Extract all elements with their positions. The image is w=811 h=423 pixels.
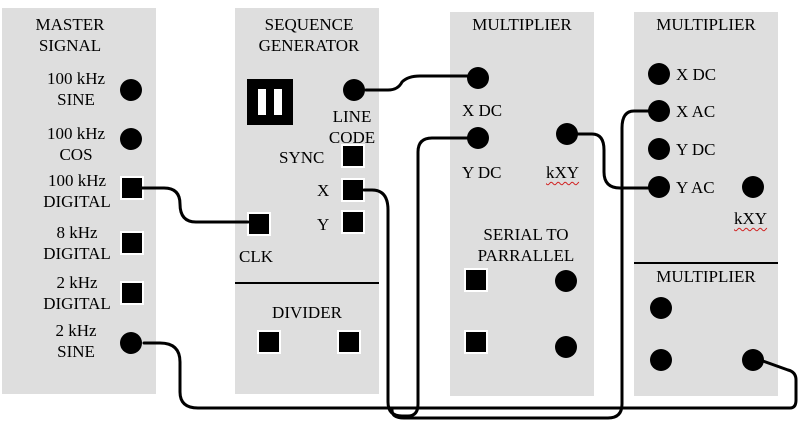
serial-parallel-socket-2[interactable] xyxy=(464,330,488,354)
socket-y[interactable] xyxy=(341,210,365,234)
label-multiplier-1-kxy: kXY xyxy=(546,163,580,182)
label-100khz-cos: 100 kHz COS xyxy=(46,124,106,164)
multiplier-2-title: MULTIPLIER xyxy=(656,15,756,34)
label-x: X xyxy=(317,181,330,200)
jack-multiplier-2-y-ac[interactable] xyxy=(648,176,670,198)
label-2khz-sine: 2 kHz SINE xyxy=(55,321,97,361)
sequence-generator-title: SEQUENCE GENERATOR xyxy=(258,15,360,55)
serial-parallel-socket-1[interactable] xyxy=(464,268,488,292)
multiplier-1-title: MULTIPLIER xyxy=(472,15,572,34)
socket-8khz-digital[interactable] xyxy=(120,231,144,255)
jack-multiplier-2-y-dc[interactable] xyxy=(648,138,670,160)
jack-line-code[interactable] xyxy=(343,79,365,101)
pause-icon xyxy=(247,79,293,125)
socket-sync[interactable] xyxy=(341,144,365,168)
master-signal-title: MASTER SIGNAL xyxy=(35,15,105,55)
label-multiplier-2-y-ac: Y AC xyxy=(676,178,715,197)
jack-2khz-sine[interactable] xyxy=(120,332,142,354)
wire-digital-to-clk xyxy=(140,186,250,224)
jack-multiplier-2-x-ac[interactable] xyxy=(648,100,670,122)
label-line-code: LINE CODE xyxy=(328,107,376,147)
jack-multiplier-1-y-dc[interactable] xyxy=(467,127,489,149)
jack-multiplier-1-x-dc[interactable] xyxy=(467,67,489,89)
multiplier-section-divider xyxy=(634,262,778,264)
multiplier-3-title: MULTIPLIER xyxy=(656,267,756,286)
divider-socket-left[interactable] xyxy=(257,330,281,354)
jack-multiplier-2-x-dc[interactable] xyxy=(648,63,670,85)
jack-100khz-cos[interactable] xyxy=(120,128,142,150)
serial-parallel-jack-1[interactable] xyxy=(555,270,577,292)
label-100khz-sine: 100 kHz SINE xyxy=(46,69,106,109)
jack-multiplier-1-kxy[interactable] xyxy=(556,123,578,145)
label-multiplier-1-y-dc: Y DC xyxy=(462,163,502,182)
label-multiplier-2-x-ac: X AC xyxy=(676,102,716,121)
jack-multiplier-3-a[interactable] xyxy=(650,297,672,319)
label-multiplier-1-x-dc: X DC xyxy=(462,101,503,120)
jack-multiplier-3-b[interactable] xyxy=(650,349,672,371)
jack-multiplier-2-kxy[interactable] xyxy=(742,176,764,198)
section-divider-line xyxy=(235,282,379,284)
socket-x[interactable] xyxy=(341,178,365,202)
label-multiplier-2-x-dc: X DC xyxy=(676,65,717,84)
socket-2khz-digital[interactable] xyxy=(120,281,144,305)
socket-clk[interactable] xyxy=(247,212,271,236)
label-multiplier-2-y-dc: Y DC xyxy=(676,140,716,159)
label-sync: SYNC xyxy=(279,148,325,167)
label-y: Y xyxy=(317,215,330,234)
divider-socket-right[interactable] xyxy=(337,330,361,354)
label-clk: CLK xyxy=(239,247,273,266)
jack-multiplier-3-c[interactable] xyxy=(742,349,764,371)
socket-100khz-digital[interactable] xyxy=(120,176,144,200)
label-2khz-digital: 2 kHz DIGITAL xyxy=(43,273,111,313)
label-100khz-digital: 100 kHz DIGITAL xyxy=(43,171,111,211)
multiplier-2-module: MULTIPLIER X DC X AC Y DC Y AC kXY MULTI… xyxy=(634,12,778,396)
serial-to-parallel-title: SERIAL TO PARRALLEL xyxy=(477,225,575,265)
jack-100khz-sine[interactable] xyxy=(120,79,142,101)
label-multiplier-2-kxy: kXY xyxy=(734,209,768,228)
sequence-generator-module: SEQUENCE GENERATOR LINE CODE SYNC X Y CL… xyxy=(235,8,379,394)
multiplier-1-module: MULTIPLIER X DC Y DC kXY SERIAL TO PARRA… xyxy=(450,12,594,396)
label-8khz-digital: 8 kHz DIGITAL xyxy=(43,223,111,263)
master-signal-module: MASTER SIGNAL 100 kHz SINE 100 kHz COS 1… xyxy=(2,8,156,394)
serial-parallel-jack-2[interactable] xyxy=(555,336,577,358)
divider-title: DIVIDER xyxy=(272,303,342,322)
